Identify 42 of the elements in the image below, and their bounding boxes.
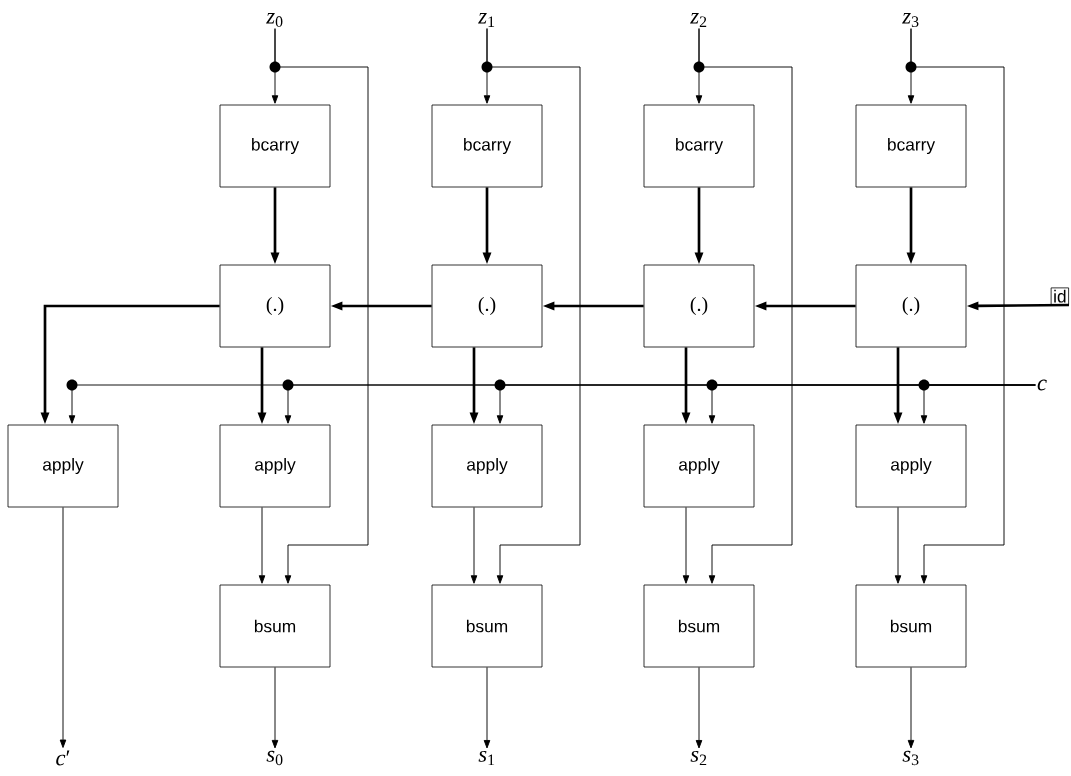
operator-box: (.) (643, 264, 755, 348)
process-box: apply (7, 424, 119, 508)
process-box: bcarry (219, 104, 331, 188)
arrow (274, 28, 369, 584)
process-box: bsum (219, 584, 331, 668)
process-box: apply (855, 424, 967, 508)
signal-label: s$_{3}$ (902, 750, 919, 766)
arrow (682, 506, 690, 584)
arrow (695, 666, 703, 749)
process-box: apply (431, 424, 543, 508)
arrow (271, 666, 279, 749)
arrow (470, 506, 478, 584)
process-box: bcarry (855, 104, 967, 188)
signal-label: z$_{2}$ (690, 13, 707, 27)
signal-label: s$_{2}$ (690, 750, 707, 766)
signal-label: s$_{0}$ (266, 750, 283, 766)
arrow (698, 28, 793, 584)
operator-box: (.) (431, 264, 543, 348)
signal-label: z$_{1}$ (478, 13, 495, 27)
arrow (483, 666, 491, 749)
arrow (907, 666, 915, 749)
process-box: bsum (431, 584, 543, 668)
arrow (920, 384, 1036, 424)
signal-label: s$_{1}$ (478, 750, 495, 766)
id-box: id (1050, 287, 1069, 305)
signal-label: z$_{3}$ (902, 13, 919, 27)
arrow (894, 506, 902, 584)
process-box: bsum (643, 584, 755, 668)
operator-box: (.) (855, 264, 967, 348)
process-box: apply (643, 424, 755, 508)
process-box: bcarry (643, 104, 755, 188)
arrow (486, 28, 581, 584)
process-box: apply (219, 424, 331, 508)
process-box: bsum (855, 584, 967, 668)
signal-label: c (1037, 379, 1047, 391)
arrow (910, 28, 1005, 584)
arrow (258, 506, 266, 584)
signal-label: c′ (56, 750, 70, 766)
process-box: bcarry (431, 104, 543, 188)
signal-label: z$_{0}$ (266, 13, 283, 27)
arrow (59, 506, 67, 748)
operator-box: (.) (219, 264, 331, 348)
